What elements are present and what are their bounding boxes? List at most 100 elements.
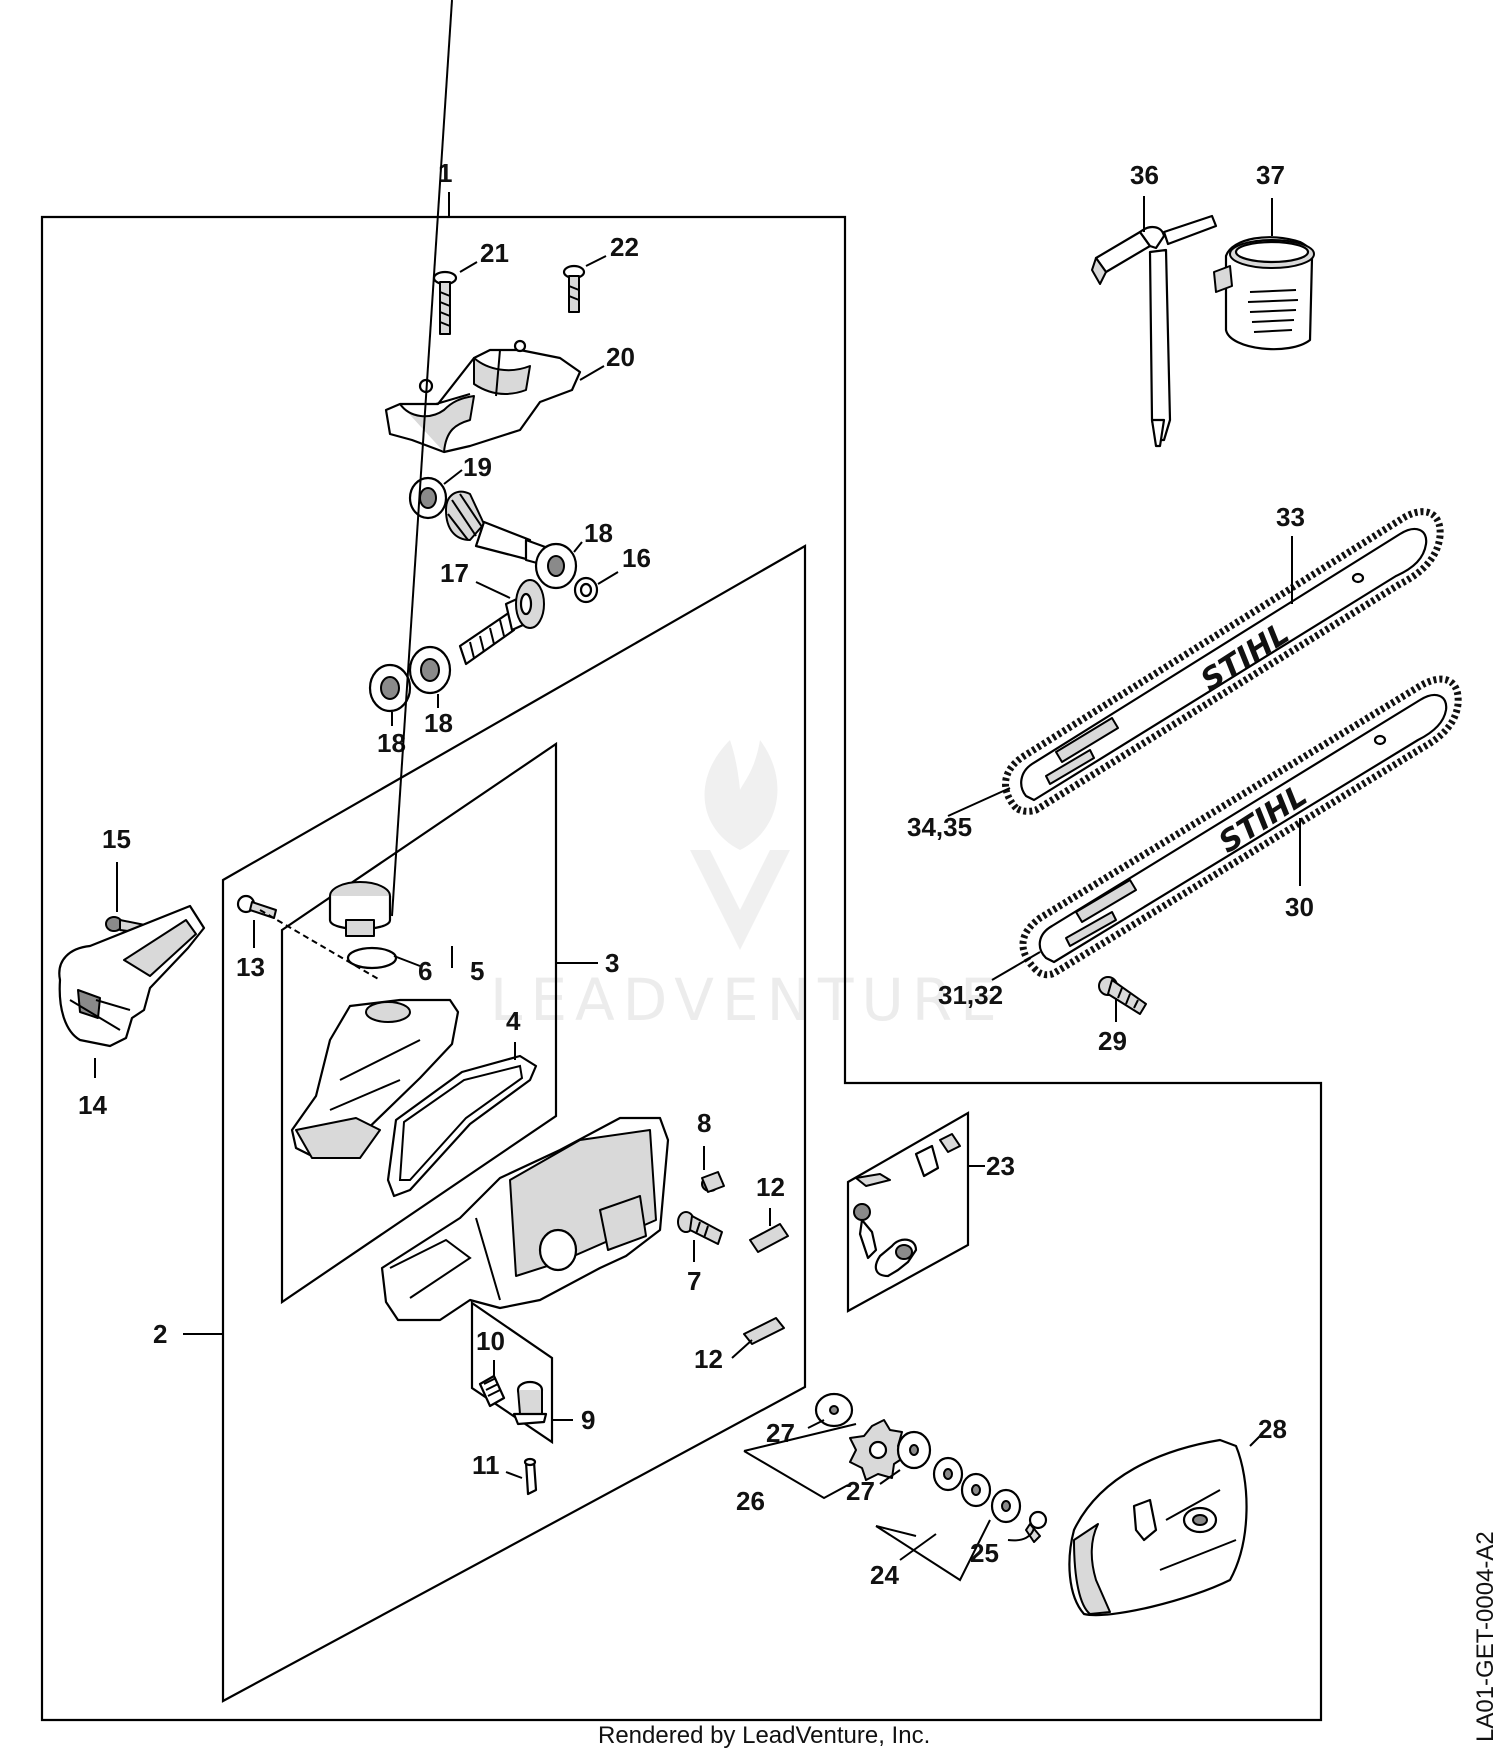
drawing-code: LA01-GET-0004-A2	[1472, 1531, 1499, 1742]
leader-34	[947, 787, 1011, 817]
washer-24-a	[932, 1456, 964, 1492]
leader-18-upper	[573, 541, 583, 553]
callout-37[interactable]: 37	[1256, 160, 1285, 190]
combination-wrench-36	[1091, 214, 1218, 448]
callout-24[interactable]: 24	[870, 1560, 899, 1590]
gasket-4-inner	[398, 1064, 524, 1181]
screw-25	[1025, 1510, 1048, 1543]
leader-19	[443, 469, 463, 485]
callout-15[interactable]: 15	[102, 824, 131, 854]
assembly-frame-2	[221, 544, 807, 1703]
leader-20	[579, 365, 605, 381]
callout-12-lower[interactable]: 12	[694, 1344, 723, 1374]
bracket-26	[743, 1450, 849, 1500]
callout-30[interactable]: 30	[1285, 892, 1314, 922]
callout-21[interactable]: 21	[480, 238, 509, 268]
pad-12-lower	[743, 1317, 785, 1345]
callout-18-lower-right[interactable]: 18	[424, 708, 453, 738]
bearing-18-lower-left	[368, 663, 412, 713]
callout-33[interactable]: 33	[1276, 502, 1305, 532]
leader-5	[391, 0, 453, 917]
leader-16	[597, 571, 619, 585]
callout-27-lower[interactable]: 27	[846, 1476, 875, 1506]
leader-25	[1007, 1527, 1035, 1542]
bearing-19	[408, 476, 448, 520]
callout-26[interactable]: 26	[736, 1486, 765, 1516]
tensioner-kit-23	[853, 1133, 961, 1278]
callout-31[interactable]: 31,32	[938, 980, 1003, 1010]
callout-11[interactable]: 11	[472, 1450, 500, 1480]
callout-22[interactable]: 22	[610, 232, 639, 262]
grease-container-37	[1213, 236, 1315, 351]
bearing-18-upper	[534, 542, 578, 590]
callout-19[interactable]: 19	[463, 452, 492, 482]
callout-34[interactable]: 34,35	[907, 812, 972, 842]
callout-4[interactable]: 4	[506, 1006, 521, 1036]
callout-16[interactable]: 16	[622, 543, 651, 573]
callout-8[interactable]: 8	[697, 1108, 711, 1138]
leader-24b	[899, 1533, 937, 1561]
washer-16	[573, 576, 599, 604]
oil-tank-housing	[290, 998, 460, 1159]
callout-36[interactable]: 36	[1130, 160, 1159, 190]
callout-9[interactable]: 9	[581, 1405, 595, 1435]
leader-17	[475, 581, 511, 599]
footer-text: Rendered by LeadVenture, Inc.	[598, 1722, 930, 1749]
drive-shaft-17	[458, 579, 545, 666]
assembly-frame-1	[40, 215, 1323, 1722]
callout-23[interactable]: 23	[986, 1151, 1015, 1181]
callout-2[interactable]: 2	[153, 1319, 167, 1349]
watermark-v-icon	[690, 850, 790, 950]
callout-18-upper[interactable]: 18	[584, 518, 613, 548]
watermark-text: LEADVENTURE	[490, 966, 1005, 1034]
callout-29[interactable]: 29	[1098, 1026, 1127, 1056]
callout-20[interactable]: 20	[606, 342, 635, 372]
pump-piston	[512, 1380, 548, 1426]
clamp-20	[384, 339, 582, 454]
screw-21	[432, 270, 458, 335]
callout-13[interactable]: 13	[236, 952, 265, 982]
callout-27-upper[interactable]: 27	[766, 1418, 795, 1448]
callout-10[interactable]: 10	[476, 1326, 505, 1356]
oil-cap-5	[328, 881, 392, 937]
callout-7[interactable]: 7	[687, 1266, 701, 1296]
leader-24	[875, 1525, 917, 1537]
leader-11	[505, 1471, 523, 1479]
callout-3[interactable]: 3	[605, 948, 619, 978]
sprocket	[849, 1419, 907, 1481]
callout-18-lower-left[interactable]: 18	[377, 728, 406, 758]
screw-22	[562, 264, 586, 313]
callout-14[interactable]: 14	[78, 1090, 107, 1120]
screw-13	[236, 894, 277, 919]
dash-13	[259, 909, 381, 981]
callout-12-upper[interactable]: 12	[756, 1172, 785, 1202]
gear-housing	[380, 1116, 670, 1322]
pin-11	[523, 1457, 538, 1496]
spring-10	[478, 1374, 506, 1408]
callout-25[interactable]: 25	[970, 1538, 999, 1568]
watermark: LEADVENTURE	[490, 740, 1005, 1034]
washer-27-lower	[896, 1430, 932, 1470]
watermark-flame-icon	[704, 740, 778, 850]
leader-22	[585, 255, 607, 267]
deflector-14	[58, 904, 206, 1048]
leader-21	[459, 261, 478, 273]
leader-27-upper	[807, 1419, 825, 1429]
assembly-frame-9	[470, 1300, 554, 1445]
leader-28	[1249, 1431, 1265, 1447]
callout-5[interactable]: 5	[470, 956, 484, 986]
screw-8	[701, 1171, 725, 1193]
bearing-18-lower-right	[408, 645, 452, 695]
callout-6[interactable]: 6	[418, 956, 432, 986]
leader-6	[393, 955, 421, 967]
pad-12-upper	[749, 1223, 789, 1253]
washer-24-c	[990, 1488, 1022, 1524]
callout-17[interactable]: 17	[440, 558, 469, 588]
callout-28[interactable]: 28	[1258, 1414, 1287, 1444]
stud-7	[677, 1211, 723, 1245]
assembly-frame-23	[846, 1111, 970, 1313]
gasket-4	[386, 1054, 538, 1198]
sprocket-cover-28	[1068, 1438, 1248, 1617]
washer-24-b	[960, 1472, 992, 1508]
